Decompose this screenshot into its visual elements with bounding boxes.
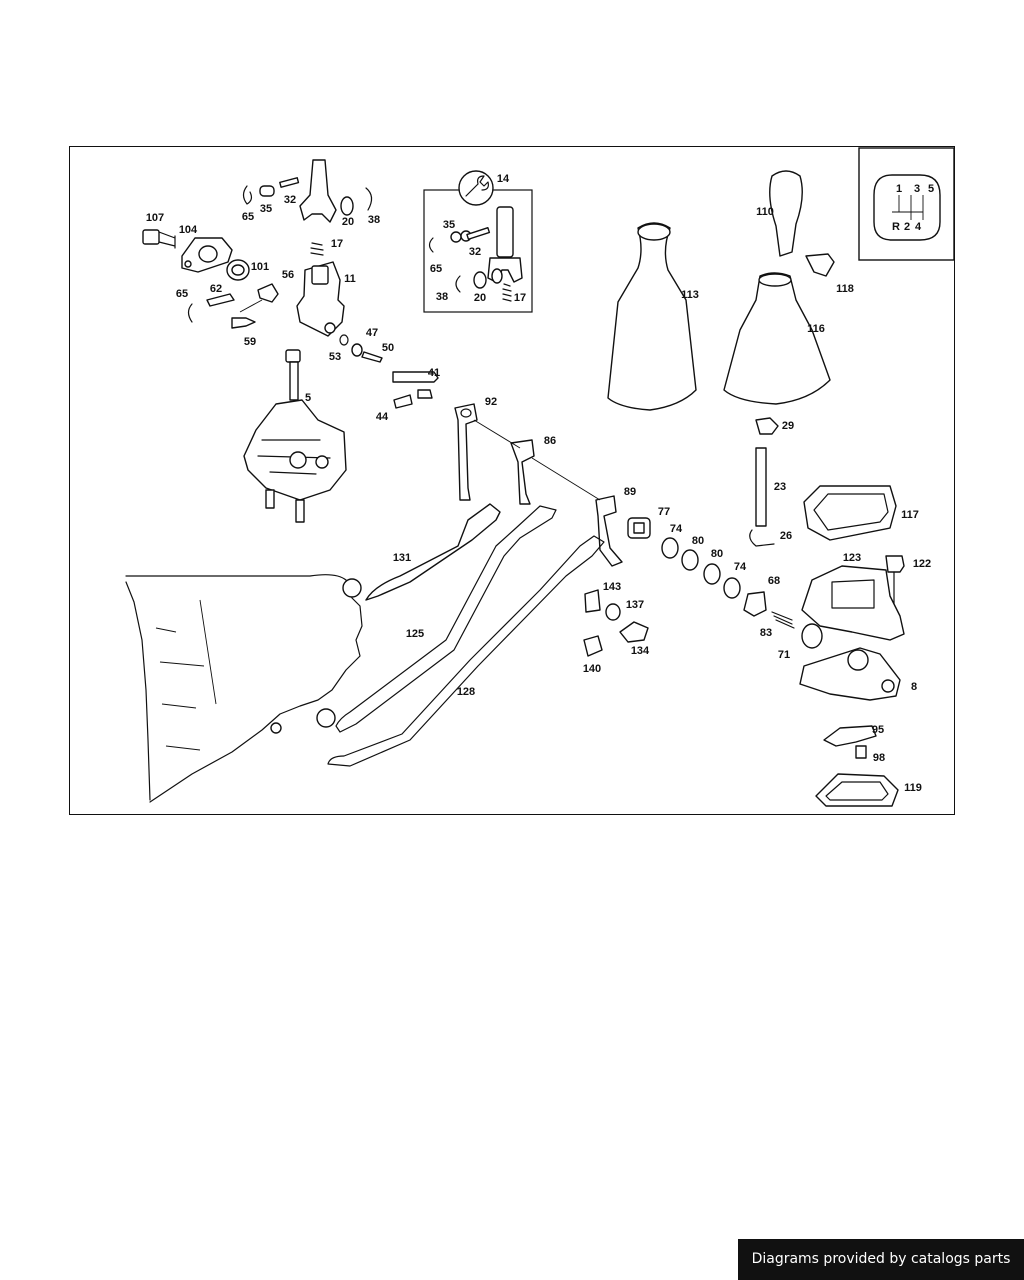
part-label: 77 (658, 506, 670, 518)
middle-levers-and-rods (327, 403, 795, 767)
part-label: 92 (485, 396, 497, 408)
part-label: 20 (474, 292, 486, 304)
part-label: 44 (376, 411, 389, 423)
part-label: 50 (382, 342, 394, 354)
part-label: 107 (146, 212, 164, 224)
part-label: 137 (626, 599, 644, 611)
part-label: 65 (242, 211, 254, 223)
part-label: 119 (904, 782, 922, 794)
part-label: 38 (436, 291, 448, 303)
shift-label-top-1: 1 (896, 183, 902, 195)
part-label: 68 (768, 575, 780, 587)
part-label: 143 (603, 581, 621, 593)
credit-badge: Diagrams provided by catalogs parts (738, 1239, 1024, 1280)
part-label: 125 (406, 628, 424, 640)
part-label: 117 (901, 509, 919, 521)
part-label: 47 (366, 327, 378, 339)
shift-knob-top-outline (873, 174, 941, 241)
part-label: 71 (778, 649, 790, 661)
shift-label-top-5: 5 (928, 183, 934, 195)
right-side-boots-and-housing (607, 170, 905, 807)
part-label: 23 (774, 481, 786, 493)
shift-label-top-3: 3 (914, 183, 920, 195)
part-label: 32 (469, 246, 481, 258)
part-label: 101 (251, 261, 269, 273)
part-label: 35 (443, 219, 455, 231)
part-label: 8 (911, 681, 917, 693)
part-label: 62 (210, 283, 222, 295)
part-label: 123 (843, 552, 861, 564)
part-label: 74 (734, 561, 747, 573)
shift-label-bottom-2: 2 (904, 221, 910, 233)
part-label: 20 (342, 216, 354, 228)
part-label: 65 (176, 288, 188, 300)
shift-label-bottom-4: 4 (915, 221, 922, 233)
part-label: 95 (872, 724, 884, 736)
part-label: 118 (836, 283, 854, 295)
part-label: 122 (913, 558, 931, 570)
part-label: 140 (583, 663, 601, 675)
part-label: 83 (760, 627, 772, 639)
part-label: 80 (711, 548, 723, 560)
shift-label-bottom-r: R (892, 221, 900, 233)
part-label: 17 (514, 292, 526, 304)
part-label: 65 (430, 263, 442, 275)
part-label: 26 (780, 530, 792, 542)
part-label: 86 (544, 435, 556, 447)
part-label: 38 (368, 214, 380, 226)
part-label: 131 (393, 552, 411, 564)
part-label: 35 (260, 203, 272, 215)
parts-diagram-frame (69, 146, 955, 815)
part-label: 29 (782, 420, 794, 432)
part-label: 14 (497, 173, 510, 185)
part-label: 113 (681, 289, 699, 301)
part-label: 110 (756, 206, 774, 218)
shift-pattern-inset: 1 3 5 R 2 4 (858, 147, 955, 261)
part-number-labels: 107 104 65 35 32 20 38 17 101 56 11 65 6… (146, 173, 931, 794)
part-label: 104 (179, 224, 198, 236)
part-label: 17 (331, 238, 343, 250)
part-label: 80 (692, 535, 704, 547)
part-label: 11 (344, 273, 356, 285)
sub-assembly-inset (423, 170, 533, 313)
part-label: 74 (670, 523, 683, 535)
part-label: 98 (873, 752, 885, 764)
part-label: 56 (282, 269, 294, 281)
part-label: 116 (807, 323, 825, 335)
part-label: 53 (329, 351, 341, 363)
part-label: 41 (428, 367, 440, 379)
part-label: 128 (457, 686, 475, 698)
upper-left-shifter-parts (142, 159, 439, 523)
part-label: 89 (624, 486, 636, 498)
part-label: 59 (244, 336, 256, 348)
part-label: 32 (284, 194, 296, 206)
part-label: 5 (305, 392, 311, 404)
transmission-housing (125, 574, 363, 803)
part-label: 134 (631, 645, 650, 657)
